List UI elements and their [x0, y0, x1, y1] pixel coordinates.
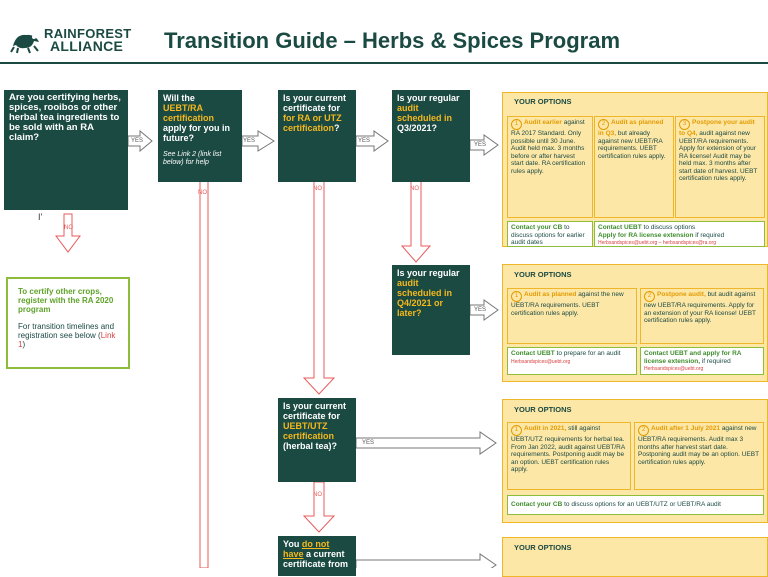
- contact-2a: Contact UEBT to prepare for an audit Her…: [507, 347, 637, 375]
- question-current-certificate-uebt-utz: Is your current certificate for UEBT/UTZ…: [278, 398, 356, 482]
- yes-arrow-3: [355, 130, 389, 152]
- question-audit-q3-2021: Is your regular audit scheduled in Q3/20…: [392, 90, 470, 182]
- q2-post: apply for you in future?: [163, 123, 231, 143]
- other-crops-title: To certify other crops, register with th…: [18, 287, 114, 314]
- no-arrow-1: [55, 213, 81, 253]
- no-arrow-3: [302, 179, 336, 395]
- header-divider: [0, 62, 768, 64]
- logo-line1: RAINFOREST: [44, 26, 132, 41]
- q2-highlight: UEBT/RA certification: [163, 103, 215, 123]
- label-no-1: NO: [64, 225, 73, 231]
- logo: RAINFOREST ALLIANCE: [10, 24, 132, 58]
- q4-pre: Is your regular: [397, 93, 460, 103]
- contact-2b: Contact UEBT and apply for RA license ex…: [640, 347, 764, 375]
- options-heading-3: YOUR OPTIONS: [514, 405, 572, 414]
- q7-pre: You: [283, 539, 302, 549]
- page-title: Transition Guide – Herbs & Spices Progra…: [164, 28, 621, 53]
- label-yes-2: YES: [243, 138, 256, 144]
- label-yes-3: YES: [358, 138, 371, 144]
- contact-3: Contact your CB to discuss options for a…: [507, 495, 764, 515]
- q1-text: Are you certifying herbs, spices, rooibo…: [9, 92, 121, 143]
- options-heading-1: YOUR OPTIONS: [514, 97, 572, 106]
- other-crops-box: To certify other crops, register with th…: [6, 277, 130, 369]
- contact-1a: Contact your CB to discuss options for e…: [507, 221, 593, 247]
- label-yes-1: YES: [131, 138, 144, 144]
- yes-arrow-6: [355, 431, 497, 455]
- question-no-current-certificate: You do not have a current certificate fr…: [278, 536, 356, 576]
- contact-1b: Contact UEBT to discuss options Apply fo…: [594, 221, 765, 247]
- q3-pre: Is your current certificate for: [283, 93, 347, 113]
- q2-pre: Will the: [163, 93, 195, 103]
- label-no-6: NO: [313, 492, 322, 498]
- logo-line2: ALLIANCE: [50, 38, 124, 54]
- q7-post: a current certificate from: [283, 549, 349, 569]
- q6-pre: Is your current certificate for: [283, 401, 347, 421]
- question-uebt-ra-apply: Will the UEBT/RA certification apply for…: [158, 90, 242, 182]
- q5-highlight: audit scheduled in Q4/2021 or later?: [397, 278, 453, 318]
- label-i-mark: I': [38, 212, 43, 222]
- link-1[interactable]: Link 1: [18, 331, 116, 349]
- yes-arrow-2: [241, 130, 275, 152]
- yes-arrow-5: [469, 299, 499, 321]
- question-audit-q4-2021-later: Is your regular audit scheduled in Q4/20…: [392, 265, 470, 355]
- q2-note: See Link 2 (link list below) for help: [163, 151, 222, 166]
- q5-pre: Is your regular: [397, 268, 460, 278]
- yes-arrow-4: [469, 134, 499, 156]
- label-no-3: NO: [313, 186, 322, 192]
- yes-arrow-1: [127, 129, 153, 153]
- q6-highlight: UEBT/UTZ certification: [283, 421, 335, 441]
- q4-highlight: audit scheduled in: [397, 103, 453, 123]
- q3-post: ?: [334, 123, 340, 133]
- label-no-2: NO: [198, 190, 207, 196]
- q6-post: (herbal tea)?: [283, 441, 338, 451]
- options-heading-2: YOUR OPTIONS: [514, 270, 572, 279]
- q7-highlight: do not have: [283, 539, 330, 559]
- label-yes-4: YES: [474, 142, 487, 148]
- options-heading-4: YOUR OPTIONS: [514, 543, 572, 552]
- label-no-4: NO: [410, 186, 419, 192]
- question-current-certificate-ra-utz: Is your current certificate for for RA o…: [278, 90, 356, 182]
- q4-post: Q3/2021?: [397, 123, 438, 133]
- no-arrow-6: [302, 481, 336, 533]
- label-yes-6: YES: [362, 440, 375, 446]
- frog-logo-icon: [10, 34, 39, 54]
- other-crops-body: For transition timelines and registratio…: [18, 322, 116, 349]
- question-certifying-herbs: Are you certifying herbs, spices, rooibo…: [4, 90, 128, 210]
- yes-arrow-7: [355, 553, 497, 568]
- label-yes-5: YES: [474, 307, 487, 313]
- q3-highlight: for RA or UTZ certification: [283, 113, 342, 133]
- no-arrow-4: [400, 179, 432, 263]
- no-line-2: [199, 179, 209, 568]
- email-links-1[interactable]: Herbsandspices@uebt.org – herbsandspices…: [598, 240, 716, 246]
